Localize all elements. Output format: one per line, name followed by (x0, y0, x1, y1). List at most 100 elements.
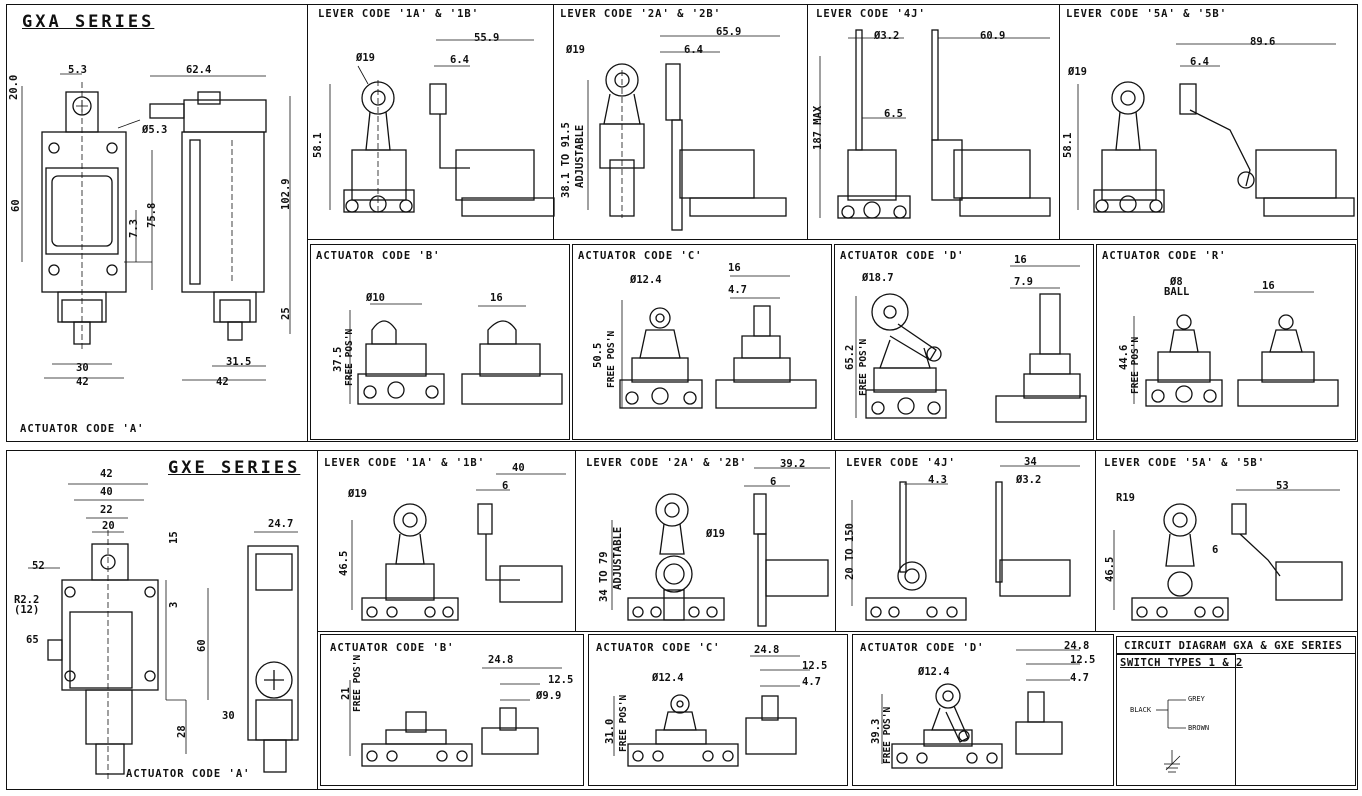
gxa-l5-6-4: 6.4 (1190, 56, 1209, 68)
gxe-main-panel (6, 450, 318, 790)
gxa-l1-55-9: 55.9 (474, 32, 500, 44)
gxa-l1-d19: Ø19 (356, 52, 375, 64)
gxa-dim-42-front: 42 (76, 376, 89, 388)
gxe-ad-12-5: 12.5 (1070, 654, 1096, 666)
gxe-l2-6: 6 (770, 476, 777, 488)
circuit-title: CIRCUIT DIAGRAM GXA & GXE SERIES (1124, 640, 1343, 652)
gxe-actuator-c-panel (588, 634, 848, 786)
gxa-act-d-title: ACTUATOR CODE 'D' (840, 250, 965, 262)
gxe-dim-30: 30 (222, 710, 235, 722)
gxe-l1-6: 6 (502, 480, 509, 492)
gxe-l2-39-2: 39.2 (780, 458, 806, 470)
gxe-actuator-d-panel (852, 634, 1114, 786)
gxa-l5-d19: Ø19 (1068, 66, 1087, 78)
gxe-series-title: GXE SERIES (168, 458, 301, 478)
gxe-ab-d9-9: Ø9.9 (536, 690, 562, 702)
gxe-dim-52: 52 (32, 560, 45, 572)
gxe-ad-4-7: 4.7 (1070, 672, 1089, 684)
gxe-l1-40: 40 (512, 462, 525, 474)
circuit-title-box (1116, 636, 1356, 654)
gxe-l4-34: 34 (1024, 456, 1037, 468)
gxa-dim-62-4: 62.4 (186, 64, 212, 76)
gxa-lever-5a-title: LEVER CODE '5A' & '5B' (1066, 8, 1228, 20)
gxa-lever-1a-title: LEVER CODE '1A' & '1B' (318, 8, 480, 20)
gxa-ab-d10: Ø10 (366, 292, 385, 304)
gxe-lever-4j-panel (836, 450, 1096, 632)
gxa-l4-60-9: 60.9 (980, 30, 1006, 42)
gxa-series-title: GXA SERIES (22, 12, 155, 32)
gxa-main-panel (6, 4, 308, 442)
gxa-l2-d19: Ø19 (566, 44, 585, 56)
gxe-act-b-title: ACTUATOR CODE 'B' (330, 642, 455, 654)
gxa-actuator-a-label: ACTUATOR CODE 'A' (20, 423, 145, 435)
gxa-ad-d18-7: Ø18.7 (862, 272, 894, 284)
gxe-ab-12-5: 12.5 (548, 674, 574, 686)
gxe-ac-d12-4: Ø12.4 (652, 672, 684, 684)
circuit-subtitle: SWITCH TYPES 1 & 2 (1120, 657, 1243, 669)
gxe-front-view (28, 483, 299, 780)
gxa-act-c-title: ACTUATOR CODE 'C' (578, 250, 703, 262)
gxa-l4-6-5: 6.5 (884, 108, 903, 120)
gxa-actuator-b-panel (310, 244, 570, 440)
gxe-actuator-a-label: ACTUATOR CODE 'A' (126, 768, 251, 780)
gxe-ad-d12-4: Ø12.4 (918, 666, 950, 678)
gxa-l2-6-4: 6.4 (684, 44, 703, 56)
gxa-lever-2a-title: LEVER CODE '2A' & '2B' (560, 8, 722, 20)
gxa-dim-30: 30 (76, 362, 89, 374)
gxe-lever-5a-title: LEVER CODE '5A' & '5B' (1104, 457, 1266, 469)
circuit-label-black: BLACK (1130, 706, 1152, 714)
gxe-l1-d19: Ø19 (348, 488, 367, 500)
gxe-l5-6: 6 (1212, 544, 1219, 556)
gxe-l4-4-3: 4.3 (928, 474, 947, 486)
gxe-dim-20: 20 (102, 520, 115, 532)
gxa-dim-5-3: 5.3 (68, 64, 87, 76)
gxe-dim-r2-2: R2.2 (14, 594, 40, 606)
gxa-l1-6-4: 6.4 (450, 54, 469, 66)
circuit-subtitle-box (1116, 654, 1236, 786)
gxa-actuator-d-panel (834, 244, 1094, 440)
gxe-ac-12-5: 12.5 (802, 660, 828, 672)
gxa-ar-ball: BALL (1164, 286, 1190, 298)
gxe-dim-24-7: 24.7 (268, 518, 294, 530)
gxa-actuator-c-panel (572, 244, 832, 440)
gxa-ac-16: 16 (728, 262, 741, 274)
gxa-dim-05-3: Ø5.3 (142, 124, 168, 136)
gxa-ac-4-7: 4.7 (728, 284, 747, 296)
gxa-dim-42-side: 42 (216, 376, 229, 388)
gxe-dim-12: (12) (14, 604, 40, 616)
gxe-l2-d19: Ø19 (706, 528, 725, 540)
gxa-lever-4j-title: LEVER CODE '4J' (816, 8, 926, 20)
gxe-lever-2a-panel (576, 450, 836, 632)
gxa-ar-d8: Ø8 (1170, 276, 1183, 288)
gxa-act-r-title: ACTUATOR CODE 'R' (1102, 250, 1227, 262)
gxa-act-b-title: ACTUATOR CODE 'B' (316, 250, 441, 262)
gxe-l5-r19: R19 (1116, 492, 1135, 504)
gxa-ac-d12-4: Ø12.4 (630, 274, 662, 286)
gxe-dim-42: 42 (100, 468, 113, 480)
gxe-ad-24-8: 24.8 (1064, 640, 1090, 652)
gxe-act-d-title: ACTUATOR CODE 'D' (860, 642, 985, 654)
gxa-lever-1a-panel (308, 4, 554, 240)
gxa-lever-drawings (329, 29, 1355, 231)
gxe-lever-2a-title: LEVER CODE '2A' & '2B' (586, 457, 748, 469)
gxa-frame (6, 4, 1358, 442)
gxe-lever-5a-panel (1096, 450, 1358, 632)
gxe-ab-24-8: 24.8 (488, 654, 514, 666)
gxe-act-c-title: ACTUATOR CODE 'C' (596, 642, 721, 654)
gxe-dim-22: 22 (100, 504, 113, 516)
gxe-ac-4-7: 4.7 (802, 676, 821, 688)
gxa-l4-d3-2: Ø3.2 (874, 30, 900, 42)
circuit-label-brown: BROWN (1188, 724, 1210, 732)
gxe-lever-1a-panel (318, 450, 576, 632)
gxe-ac-24-8: 24.8 (754, 644, 780, 656)
gxa-dim-31-5: 31.5 (226, 356, 252, 368)
gxe-frame (6, 450, 1358, 790)
gxe-dim-40: 40 (100, 486, 113, 498)
gxa-lever-4j-panel (808, 4, 1060, 240)
gxa-actuator-drawings (349, 265, 1339, 423)
gxa-l2-65-9: 65.9 (716, 26, 742, 38)
gxa-ab-16: 16 (490, 292, 503, 304)
gxa-ad-7-9: 7.9 (1014, 276, 1033, 288)
gxa-lever-5a-panel (1060, 4, 1358, 240)
